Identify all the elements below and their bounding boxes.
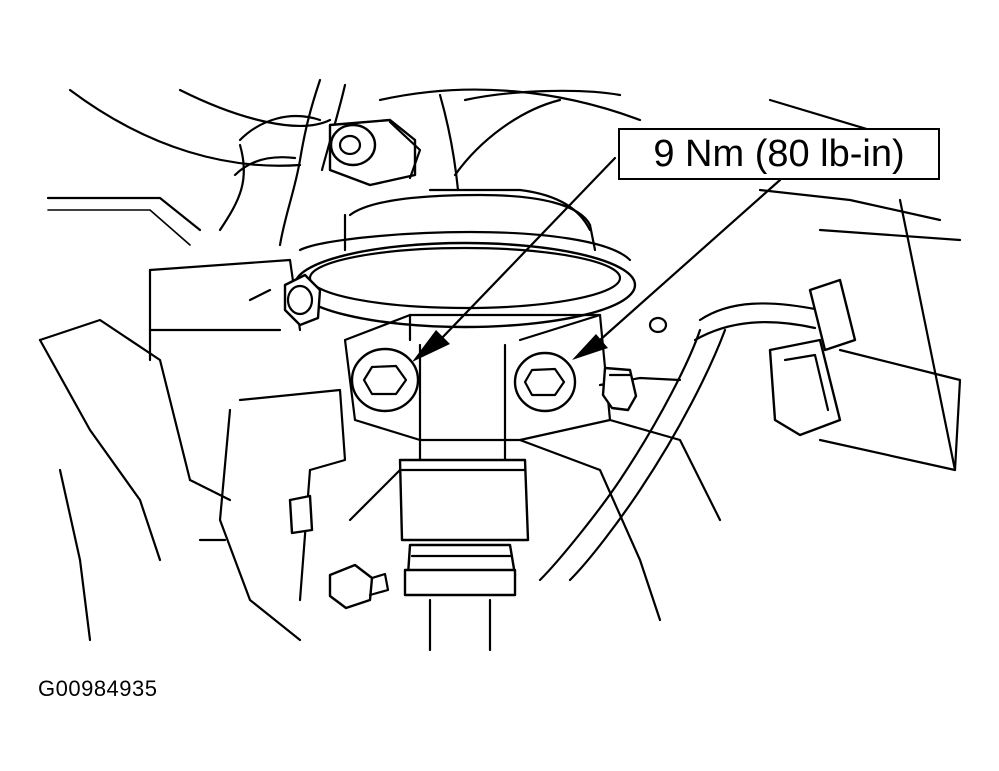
left-bracket: [38, 258, 322, 642]
strut-top-mount: [293, 89, 637, 329]
right-leader-arrowhead: [572, 334, 608, 360]
right-mounting-bolt: [513, 351, 577, 413]
callout-leaders: [412, 156, 782, 362]
upper-hose: [218, 78, 422, 247]
left-leader-arrowhead: [412, 330, 450, 362]
torque-callout-box: 9 Nm (80 lb-in): [618, 128, 940, 180]
left-mounting-bolt: [350, 347, 420, 413]
strut-shaft: [348, 343, 530, 652]
figure-id-label: G00984935: [38, 676, 158, 701]
knuckle-body: [188, 313, 722, 642]
sensor-harness: [538, 278, 962, 582]
lower-nut: [328, 563, 390, 610]
torque-label: 9 Nm (80 lb-in): [653, 132, 905, 175]
